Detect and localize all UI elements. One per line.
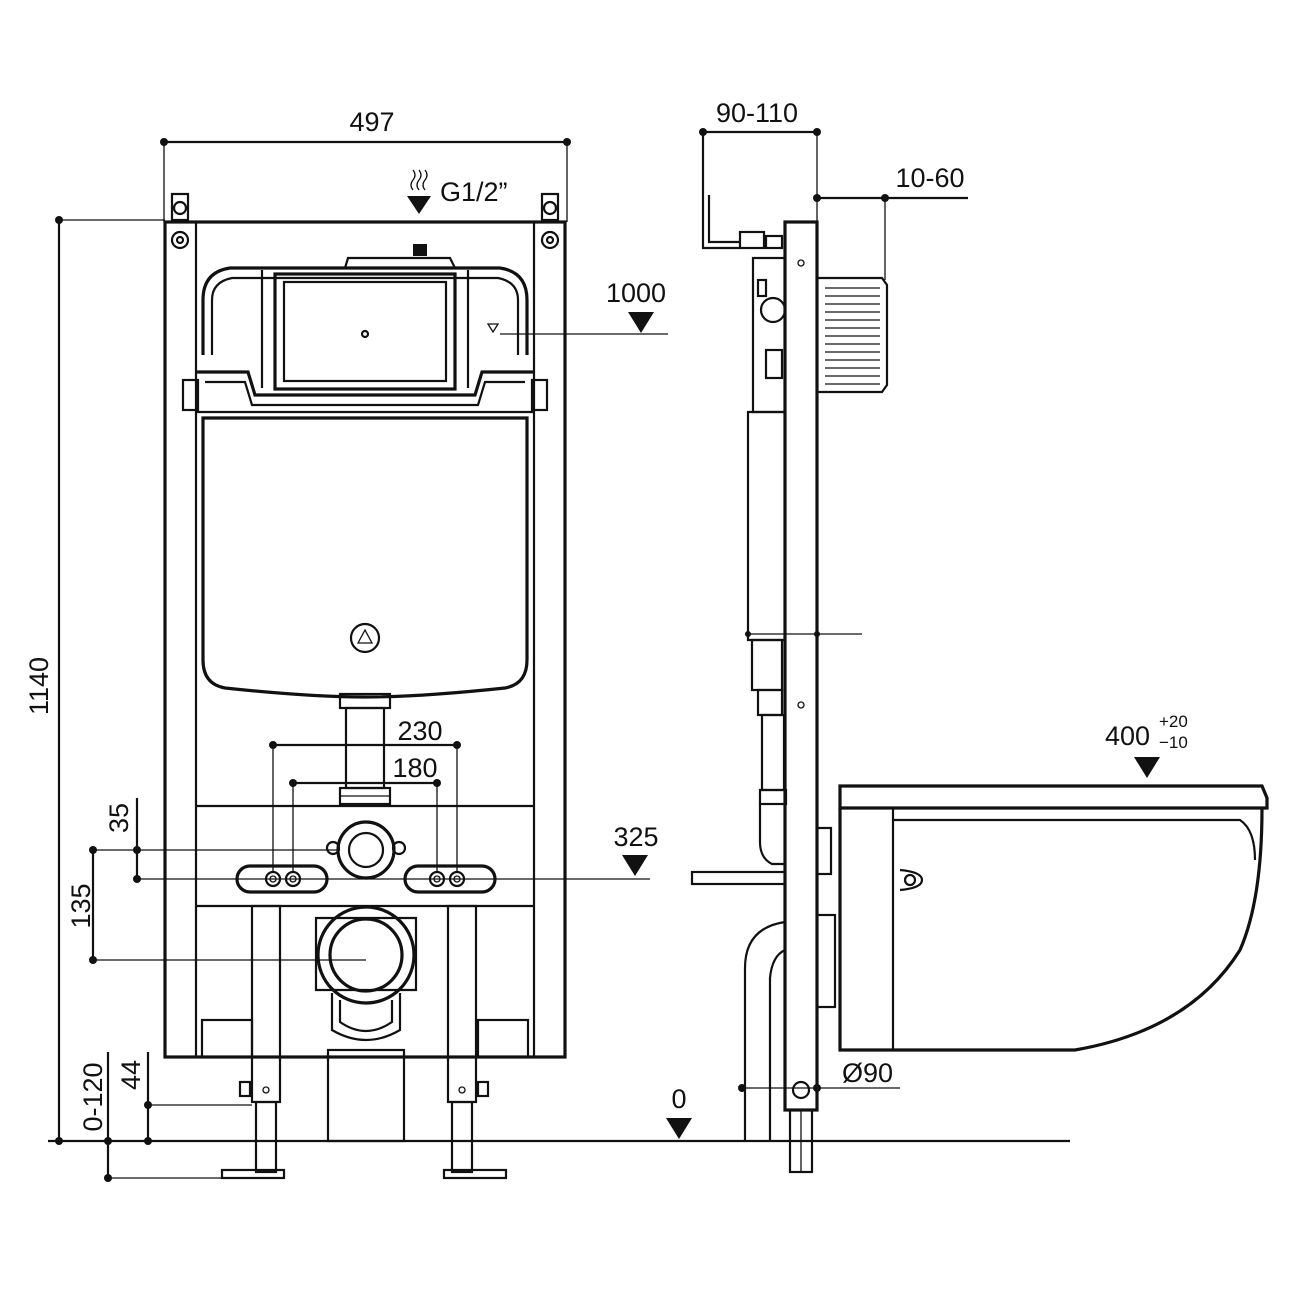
side-drain <box>690 826 837 1141</box>
front-frame <box>163 192 567 1059</box>
side-frame <box>783 220 819 1174</box>
dim-35: 35 <box>104 798 141 883</box>
dim-10-60: 10-60 <box>813 163 968 280</box>
water-inlet: G1/2” <box>407 169 508 214</box>
wall-finish-label: 10-60 <box>895 163 964 193</box>
dim-230: 230 <box>269 716 461 872</box>
toilet-bowl <box>838 784 1269 1052</box>
floor-level-label: 0 <box>671 1084 686 1114</box>
dim-325: 325 <box>93 822 659 880</box>
bolt-plate <box>235 820 497 894</box>
foot-height-label: 44 <box>116 1060 146 1090</box>
front-legs <box>220 904 508 1180</box>
drain-elbow-front <box>314 905 418 1143</box>
height-label: 1140 <box>24 657 54 715</box>
drain-offset-label: 135 <box>66 883 96 928</box>
dim-180: 180 <box>289 753 441 872</box>
drain-diameter-label: Ø90 <box>842 1058 893 1088</box>
dim-1000: 1000 <box>486 278 668 335</box>
bolt-outer-label: 230 <box>397 716 442 746</box>
bowl-tol-minus: −10 <box>1159 733 1188 752</box>
dim-width: 497 <box>160 107 571 222</box>
bowl-projection-label: 400 <box>1105 721 1150 751</box>
cistern-front <box>196 244 534 806</box>
side-actuator <box>817 276 889 394</box>
dim-0-120: 0-120 <box>78 1052 222 1182</box>
bolt-height-label: 325 <box>613 822 658 852</box>
dim-floor-zero: 0 <box>666 1084 692 1139</box>
dim-90-110: 90-110 <box>699 98 821 222</box>
bowl-tol-plus: +20 <box>1159 712 1188 731</box>
inlet-label: G1/2” <box>440 177 508 207</box>
dim-diameter: Ø90 <box>738 1058 900 1092</box>
depth-label: 90-110 <box>716 98 798 128</box>
dim-44: 44 <box>116 1052 252 1145</box>
dim-135: 135 <box>66 846 366 964</box>
side-cistern <box>701 133 862 866</box>
dim-400: 400 +20 −10 <box>1105 712 1188 778</box>
foot-adjust-label: 0-120 <box>78 1062 108 1131</box>
dim-height: 1140 <box>24 216 165 1145</box>
bolt-inner-label: 180 <box>392 753 437 783</box>
actuator-height-label: 1000 <box>606 278 666 308</box>
slot-label: 35 <box>104 803 134 833</box>
width-label: 497 <box>349 107 394 137</box>
